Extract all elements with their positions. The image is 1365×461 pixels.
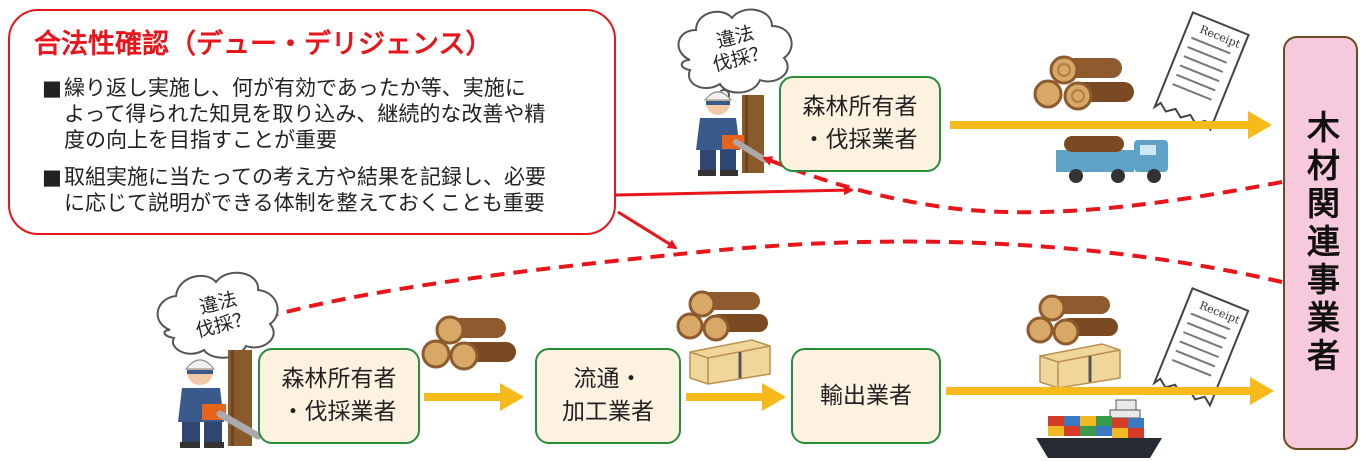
distribution-line-2: 加工業者 [562, 399, 654, 425]
truck-icon [1056, 136, 1168, 183]
exporter-label: 輸出業者 [820, 382, 912, 409]
exporter-box: 輸出業者 [791, 348, 941, 444]
logs-and-lumber-icon-middle [676, 290, 771, 385]
bullet-square-icon: ■ [42, 165, 62, 189]
dashed-feedback-arrow-bottom [262, 239, 1283, 321]
timber-operators-label: 木材関連事業者 [1301, 110, 1341, 376]
bottom-forest-owner-line-1: 森林所有者 [281, 366, 397, 392]
callout-bullet-2: ■ 取組実施に当たっての考え方や結果を記録し、必要 に応じて説明ができる体制を整… [42, 164, 602, 216]
logs-and-lumber-icon-export [1026, 294, 1121, 389]
bullet-2-line-2: に応じて説明ができる体制を整えておくことも重要 [64, 191, 545, 215]
logger-illustration-bottom [178, 350, 262, 448]
logs-icon-top [1033, 55, 1134, 111]
receipt-icon-top: Receipt [1152, 11, 1250, 132]
logs-icon-bottom-1 [421, 315, 516, 371]
bullet-1-line-3: 度の向上を目指すことが重要 [64, 128, 337, 152]
flow-arrow-bottom-3 [946, 377, 1274, 405]
callout-arrow-bottom [617, 210, 678, 250]
bottom-forest-owner-box: 森林所有者 ・伐採業者 [258, 348, 420, 444]
bullet-1-line-1: 繰り返し実施し、何が有効であったか等、実施に [64, 76, 526, 100]
dashed-feedback-arrow-top [762, 156, 1283, 215]
thought-cloud-bottom [156, 271, 279, 359]
logger-illustration-top [696, 91, 768, 176]
top-forest-owner-line-2: ・伐採業者 [802, 127, 918, 153]
top-forest-owner-box: 森林所有者 ・伐採業者 [779, 76, 941, 172]
top-forest-owner-line-1: 森林所有者 [802, 94, 918, 120]
flow-arrow-bottom-1 [424, 383, 524, 411]
bullet-square-icon: ■ [42, 76, 62, 100]
distribution-processor-box: 流通・ 加工業者 [535, 348, 681, 444]
flow-arrow-bottom-2 [686, 383, 786, 411]
due-diligence-callout [8, 9, 616, 235]
container-ship-icon [1036, 399, 1162, 458]
thought-cloud-top [677, 8, 793, 109]
callout-arrow-top [615, 185, 854, 197]
flow-arrow-top [950, 111, 1272, 139]
distribution-line-1: 流通・ [573, 366, 643, 392]
bullet-2-line-1: 取組実施に当たっての考え方や結果を記録し、必要 [64, 165, 546, 189]
callout-bullet-1: ■ 繰り返し実施し、何が有効であったか等、実施に よって得られた知見を取り込み、… [42, 75, 602, 153]
bottom-forest-owner-line-2: ・伐採業者 [281, 399, 397, 425]
bullet-1-line-2: よって得られた知見を取り込み、継続的な改善や精 [64, 102, 546, 126]
timber-operators-box: 木材関連事業者 [1283, 36, 1358, 450]
callout-title: 合法性確認（デュー・デリジェンス） [34, 29, 493, 60]
